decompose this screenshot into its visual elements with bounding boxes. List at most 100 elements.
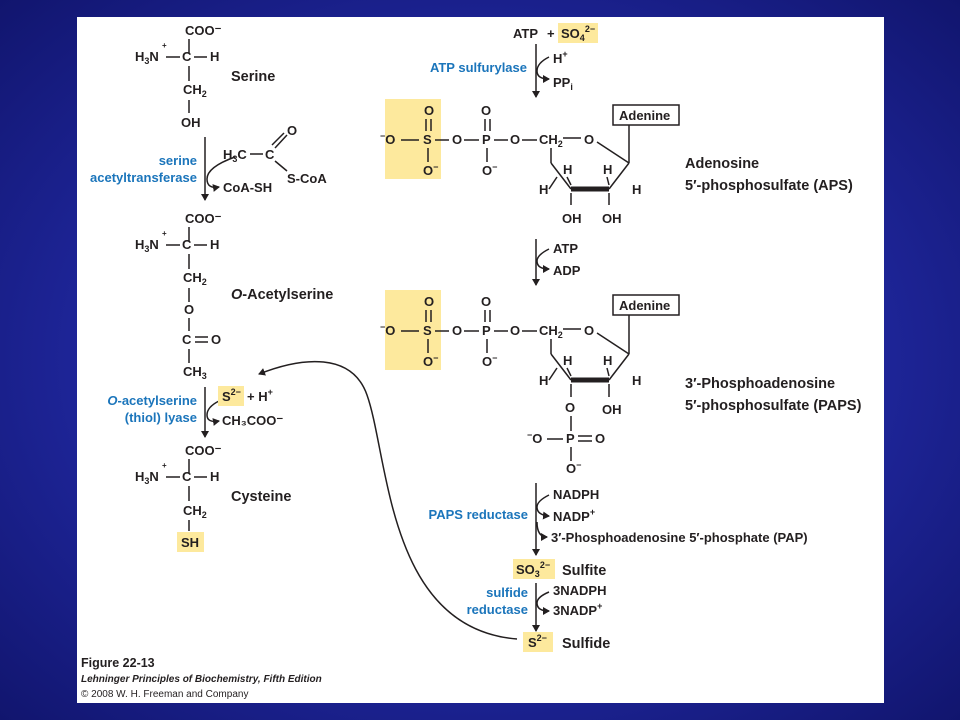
- svg-text:CH2: CH2: [183, 82, 207, 99]
- svg-text:S: S: [423, 132, 432, 147]
- sulfide-node-highlight: [523, 632, 553, 652]
- sulfide-node: S2− Sulfide: [523, 632, 610, 652]
- svg-text:CH2: CH2: [183, 270, 207, 287]
- svg-text:H: H: [539, 182, 548, 197]
- proton-text: H+: [553, 49, 568, 66]
- svg-text:CH2: CH2: [539, 132, 563, 149]
- svg-text:H: H: [210, 469, 219, 484]
- svg-text:CH2: CH2: [539, 323, 563, 340]
- aps-kinase-step: ATP ADP: [532, 239, 581, 286]
- svg-text:−O: −O: [380, 131, 395, 147]
- svg-text:O: O: [481, 103, 491, 118]
- svg-text:P: P: [482, 323, 491, 338]
- sulfide-formula: S2−: [528, 633, 547, 650]
- svg-text:+: +: [162, 461, 167, 470]
- ppi-text: PPi: [553, 75, 573, 92]
- serine-structure: COO⁻ + H3N C H CH2 OH Serine: [135, 23, 275, 130]
- copyright-text: © 2008 W. H. Freeman and Company: [81, 689, 248, 700]
- svg-text:H: H: [632, 182, 641, 197]
- svg-text:H: H: [210, 49, 219, 64]
- serine-acetyltransferase-enzyme-line1: serine: [159, 153, 197, 168]
- atp-text: ATP: [513, 26, 538, 41]
- svg-text:+: +: [162, 229, 167, 238]
- sulfite-highlight: [513, 559, 555, 579]
- coa-sh-text: CoA-SH: [223, 180, 272, 195]
- svg-text:H3N: H3N: [135, 237, 159, 254]
- svg-text:P: P: [566, 431, 575, 446]
- thiol-lyase-step: O-acetylserine (thiol) lyase S2− + H+ CH…: [107, 386, 283, 438]
- svg-text:O−: O−: [482, 162, 497, 178]
- thiol-highlight: [177, 532, 204, 552]
- svg-text:O: O: [584, 323, 594, 338]
- thiol-lyase-enzyme-line2: (thiol) lyase: [125, 410, 197, 425]
- thiol-text: SH: [181, 535, 199, 550]
- svg-text:O−: O−: [482, 353, 497, 369]
- paps-structure: O −O S O O− O P O O− CH2 O Adenine H H H: [380, 290, 862, 476]
- svg-text:O: O: [211, 332, 221, 347]
- serine-label: Serine: [231, 69, 275, 85]
- cysteine-structure: COO⁻ + H3N C H CH2 SH Cysteine: [135, 443, 291, 552]
- h-plus-text: + H+: [247, 387, 273, 404]
- acetyltransferase-step: serine acetyltransferase H3C C O S-CoA C…: [90, 123, 327, 201]
- svg-text:+: +: [162, 41, 167, 50]
- adenine-text: Adenine: [619, 108, 670, 123]
- aps-label-line2: 5′-phosphosulfate (APS): [685, 178, 853, 194]
- svg-text:C: C: [182, 469, 192, 484]
- figure-panel: COO⁻ + H3N C H CH2 OH Serine serine acet…: [77, 17, 884, 703]
- o-acetylserine-structure: COO⁻ + H3N C H CH2 O C O CH3 O-Acetylser…: [135, 211, 333, 381]
- svg-text:H: H: [563, 353, 572, 368]
- svg-text:O: O: [510, 132, 520, 147]
- svg-text:−O: −O: [380, 322, 395, 338]
- figure-number: Figure 22-13: [81, 656, 155, 670]
- svg-text:+: +: [547, 26, 555, 41]
- book-title: Lehninger Principles of Biochemistry, Fi…: [81, 674, 322, 685]
- sulfite-formula: SO32−: [516, 560, 550, 579]
- sulfide-reductase-step: sulfide reductase 3NADPH 3NADP+: [467, 583, 606, 632]
- sulfide-ion-text: S2−: [222, 387, 241, 404]
- adenine-box: [612, 294, 680, 316]
- svg-text:O: O: [452, 132, 462, 147]
- svg-text:CH2: CH2: [183, 503, 207, 520]
- o-acetylserine-label: O-Acetylserine: [231, 287, 333, 303]
- svg-text:C: C: [265, 147, 275, 162]
- svg-text:C: C: [182, 332, 192, 347]
- svg-text:O−: O−: [566, 460, 581, 476]
- carboxylate-text: COO⁻: [185, 23, 222, 38]
- aps-sulfate-highlight: [385, 99, 441, 179]
- sulfide-transfer-arrow: [258, 360, 518, 640]
- amine-text: H3N: [135, 49, 159, 66]
- svg-text:O: O: [565, 400, 575, 415]
- paps-label-line1: 3′-Phosphoadenosine: [685, 376, 835, 392]
- svg-text:CH3: CH3: [183, 364, 207, 381]
- svg-text:O: O: [595, 431, 605, 446]
- svg-text:H: H: [603, 353, 612, 368]
- svg-text:O: O: [184, 302, 194, 317]
- svg-text:O: O: [584, 132, 594, 147]
- serine-acetyltransferase-enzyme-line2: acetyltransferase: [90, 170, 197, 185]
- svg-text:O: O: [287, 123, 297, 138]
- svg-text:O: O: [424, 294, 434, 309]
- aps-structure: O −O S O O− O P O O− CH2 O Adenine H H H: [380, 99, 853, 226]
- svg-text:H3N: H3N: [135, 469, 159, 486]
- sulfide-highlight: [218, 386, 244, 406]
- sulfide-label: Sulfide: [562, 636, 610, 652]
- svg-text:H: H: [210, 237, 219, 252]
- hydroxyl-text: OH: [181, 115, 201, 130]
- svg-text:H: H: [603, 162, 612, 177]
- svg-text:H: H: [632, 373, 641, 388]
- svg-text:H: H: [539, 373, 548, 388]
- three-nadph-text: 3NADPH: [553, 583, 606, 598]
- atp-sulfurylase-enzyme: ATP sulfurylase: [430, 60, 527, 75]
- nadp-text: NADP+: [553, 507, 595, 524]
- sulfide-reductase-enzyme-line2: reductase: [467, 602, 528, 617]
- kinase-atp-text: ATP: [553, 241, 578, 256]
- three-nadp-text: 3NADP+: [553, 601, 602, 618]
- hydroxyl-text: OH: [602, 402, 622, 417]
- sulfide-reductase-enzyme-line1: sulfide: [486, 585, 528, 600]
- sulfur-assimilation-diagram: COO⁻ + H3N C H CH2 OH Serine serine acet…: [81, 23, 862, 700]
- carboxylate-text: COO⁻: [185, 443, 222, 458]
- svg-text:S: S: [423, 323, 432, 338]
- figure-caption: Figure 22-13 Lehninger Principles of Bio…: [81, 656, 322, 700]
- svg-text:H3C: H3C: [223, 147, 247, 164]
- svg-text:O: O: [424, 103, 434, 118]
